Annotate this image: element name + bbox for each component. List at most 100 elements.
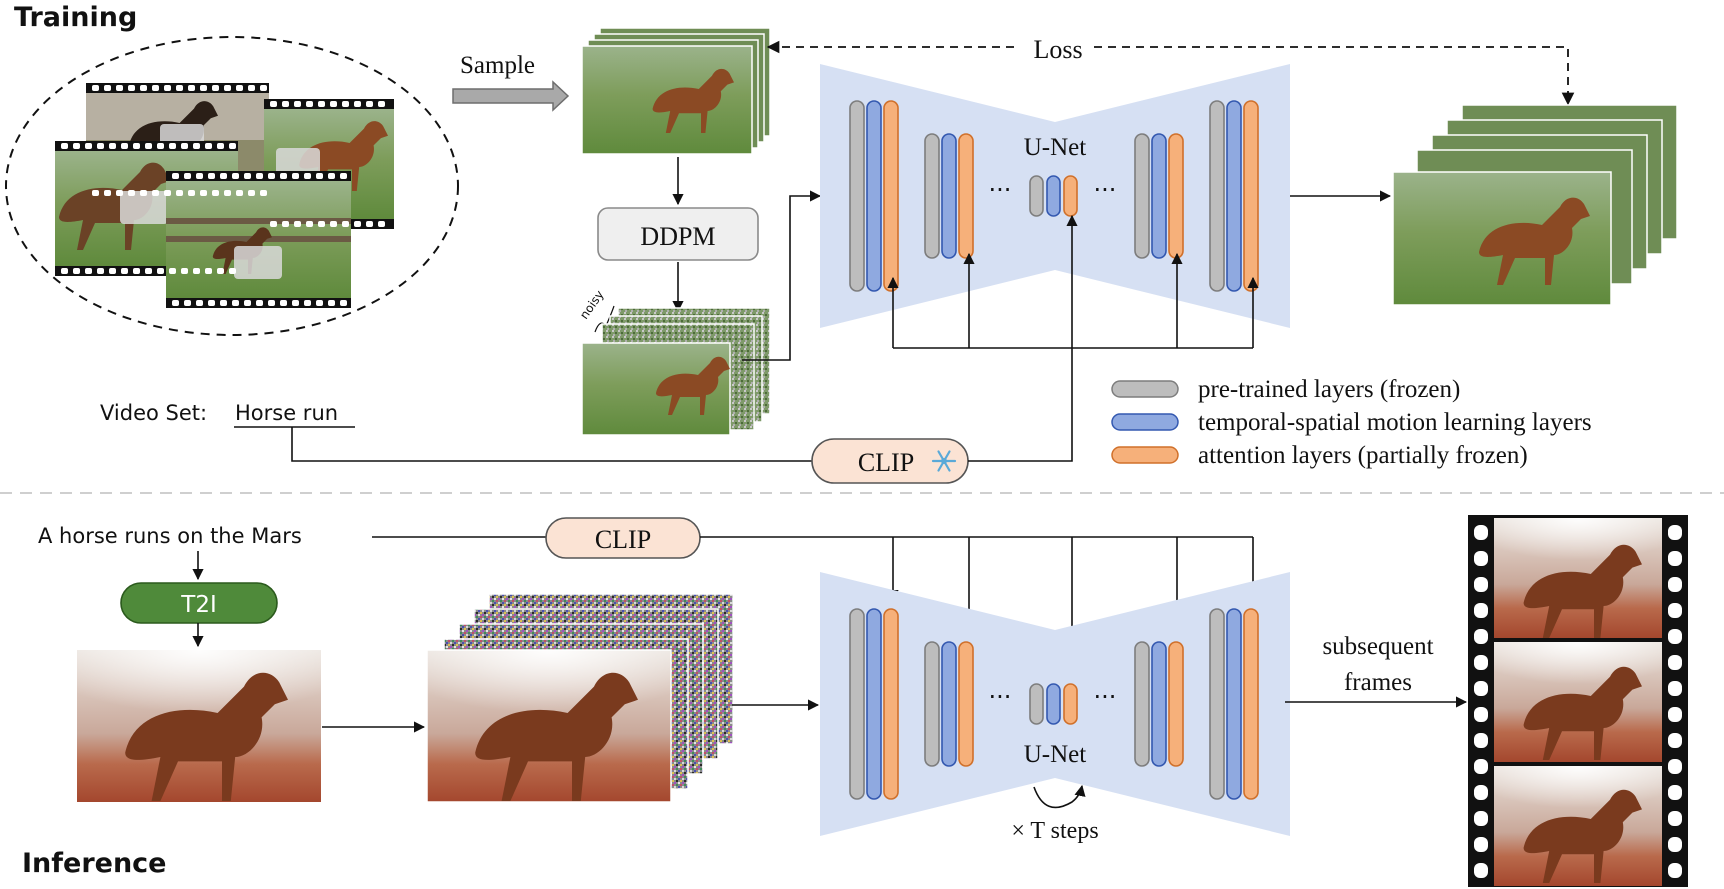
strip-hole <box>1668 629 1682 644</box>
film-sprocket-holes <box>61 85 385 306</box>
unet-layer-temporal-2 <box>941 133 957 259</box>
strip-hole <box>1474 811 1488 826</box>
sprocket-hole <box>232 300 239 306</box>
clip-to-unet-arrow <box>968 214 1078 462</box>
unet-layer-attention-3 <box>1063 683 1078 725</box>
arrow-noisy-to-unet <box>742 190 822 361</box>
sprocket-hole <box>145 143 152 149</box>
unet-layer-frozen-3 <box>1029 175 1044 217</box>
sprocket-hole <box>116 85 123 91</box>
strip-hole <box>1474 551 1488 566</box>
sprocket-hole <box>270 221 277 227</box>
unet-training-label: U-Net <box>1024 134 1087 161</box>
sprocket-hole <box>92 85 99 91</box>
sprocket-hole <box>97 268 104 274</box>
sprocket-hole <box>133 268 140 274</box>
sprocket-hole <box>196 300 203 306</box>
strip-hole <box>1668 733 1682 748</box>
sprocket-hole <box>316 300 323 306</box>
sprocket-hole <box>378 221 385 227</box>
sprocket-hole <box>217 268 224 274</box>
training-heading: Training <box>14 2 137 33</box>
legend-label: attention layers (partially frozen) <box>1198 442 1528 469</box>
sprocket-hole <box>280 173 287 179</box>
sprocket-hole <box>340 173 347 179</box>
sprocket-hole <box>220 300 227 306</box>
t2i-generated-image <box>77 650 321 802</box>
sprocket-hole <box>121 143 128 149</box>
noisy-label: noisy <box>577 288 607 322</box>
sprocket-hole <box>152 85 159 91</box>
strip-hole <box>1668 525 1682 540</box>
sprocket-hole <box>304 300 311 306</box>
sprocket-hole <box>116 190 123 196</box>
videoset-to-clip-line <box>291 427 812 462</box>
sprocket-hole <box>229 143 236 149</box>
sprocket-hole <box>236 85 243 91</box>
unet-layer-attention-4 <box>1168 133 1184 259</box>
sprocket-hole <box>61 143 68 149</box>
unet-layer-frozen-1 <box>849 100 865 292</box>
unet-layer-attention-3 <box>1063 175 1078 217</box>
unet-layer-temporal-5 <box>1226 608 1242 800</box>
sprocket-hole <box>316 173 323 179</box>
ddpm-label: DDPM <box>640 222 715 251</box>
sprocket-hole <box>193 143 200 149</box>
sprocket-hole <box>85 143 92 149</box>
sprocket-hole <box>193 268 200 274</box>
unet-layer-attention-1 <box>883 100 899 292</box>
sprocket-hole <box>109 143 116 149</box>
sprocket-hole <box>181 143 188 149</box>
video-set-name: Horse run <box>235 401 338 425</box>
unet-layer-temporal-5 <box>1226 100 1242 292</box>
sprocket-hole <box>268 300 275 306</box>
strip-hole <box>1474 525 1488 540</box>
unet-layer-attention-4 <box>1168 641 1184 767</box>
sprocket-hole <box>354 221 361 227</box>
strip-hole <box>1474 577 1488 592</box>
sprocket-hole <box>260 190 267 196</box>
sprocket-hole <box>181 268 188 274</box>
sprocket-hole <box>73 268 80 274</box>
sprocket-hole <box>196 173 203 179</box>
sprocket-hole <box>244 300 251 306</box>
strip-hole <box>1474 655 1488 670</box>
video-set-prefix: Video Set: <box>100 401 207 425</box>
sprocket-hole <box>172 173 179 179</box>
sprocket-hole <box>169 143 176 149</box>
unet-layer-frozen-2 <box>924 641 940 767</box>
strip-hole <box>1474 603 1488 618</box>
sprocket-hole <box>318 221 325 227</box>
sprocket-hole <box>306 101 313 107</box>
unet-layer-frozen-2 <box>924 133 940 259</box>
unet-inference-ellipsis-left: ··· <box>989 683 1012 711</box>
loss-label: Loss <box>1033 35 1082 64</box>
unet-layer-temporal-3 <box>1046 683 1061 725</box>
sprocket-hole <box>342 101 349 107</box>
sprocket-hole <box>328 173 335 179</box>
subsequent-label-line1: subsequent <box>1322 633 1433 660</box>
legend: pre-trained layers (frozen)temporal-spat… <box>1111 376 1592 469</box>
clip-box-inference <box>545 517 701 559</box>
sprocket-hole <box>205 143 212 149</box>
sprocket-hole <box>220 173 227 179</box>
sprocket-hole <box>256 300 263 306</box>
sprocket-hole <box>176 190 183 196</box>
legend-label: pre-trained layers (frozen) <box>1198 376 1460 403</box>
noisy-frames <box>581 307 771 436</box>
t2i-box <box>120 582 278 624</box>
sprocket-hole <box>121 268 128 274</box>
sprocket-hole <box>354 101 361 107</box>
unet-layer-temporal-4 <box>1151 641 1167 767</box>
sprocket-hole <box>157 143 164 149</box>
sprocket-hole <box>248 85 255 91</box>
sprocket-hole <box>73 143 80 149</box>
snowflake-icon <box>931 450 957 472</box>
unet-layer-temporal-2 <box>941 641 957 767</box>
sprocket-hole <box>330 101 337 107</box>
strip-hole <box>1668 681 1682 696</box>
unet-layer-attention-1 <box>883 608 899 800</box>
strip-hole <box>1668 707 1682 722</box>
sprocket-hole <box>140 190 147 196</box>
